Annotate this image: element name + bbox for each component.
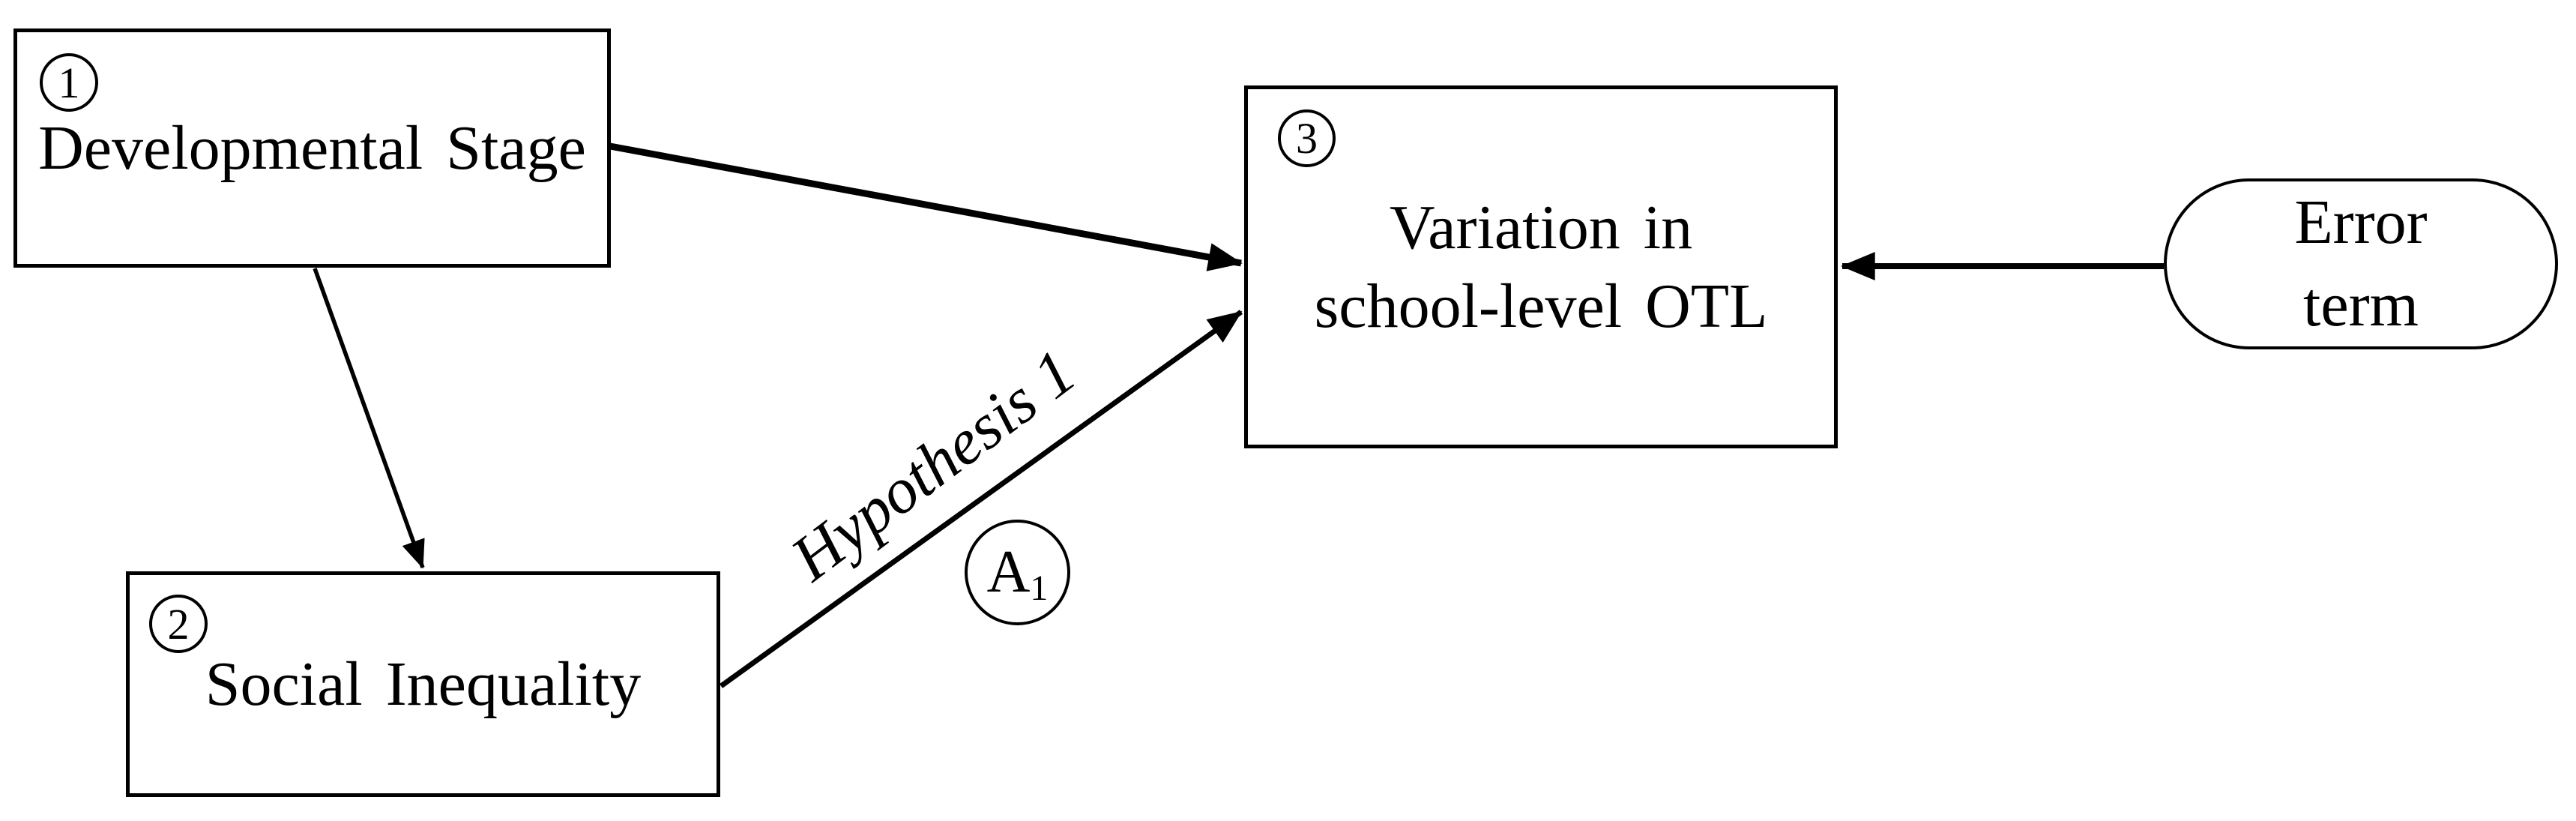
node-error-term-label: Error term — [2294, 181, 2427, 346]
coefficient-a1-base: A — [986, 539, 1031, 605]
coefficient-a1-subscript: 1 — [1030, 568, 1049, 608]
coefficient-a1-circle: A 1 — [965, 520, 1070, 625]
node-variation-otl-line2: school-level OTL — [1314, 271, 1768, 341]
badge-circle-2: 2 — [149, 595, 208, 653]
badge-1-number: 1 — [58, 58, 80, 107]
node-error-term-line1: Error — [2294, 187, 2428, 257]
node-error-term-line2: term — [2303, 270, 2419, 340]
badge-circle-1: 1 — [40, 53, 98, 112]
badge-2-number: 2 — [167, 599, 190, 649]
badge-3-number: 3 — [1296, 114, 1318, 163]
node-variation-otl-line1: Variation in — [1389, 193, 1693, 262]
badge-circle-3: 3 — [1278, 109, 1336, 167]
node-social-inequality-label: Social Inequality — [205, 649, 642, 719]
node-variation-otl-label: Variation in school-level OTL — [1315, 188, 1768, 346]
node-developmental-stage: 1 Developmental Stage — [13, 28, 611, 268]
node-error-term: Error term — [2164, 178, 2558, 349]
arrow-stage-to-inequality — [313, 268, 425, 569]
arrow-inequality-to-variation — [719, 310, 1243, 688]
node-developmental-stage-label: Developmental Stage — [38, 113, 586, 183]
node-variation-otl: 3 Variation in school-level OTL — [1244, 85, 1838, 448]
arrow-stage-to-variation — [609, 142, 1243, 271]
node-social-inequality: 2 Social Inequality — [126, 571, 720, 797]
